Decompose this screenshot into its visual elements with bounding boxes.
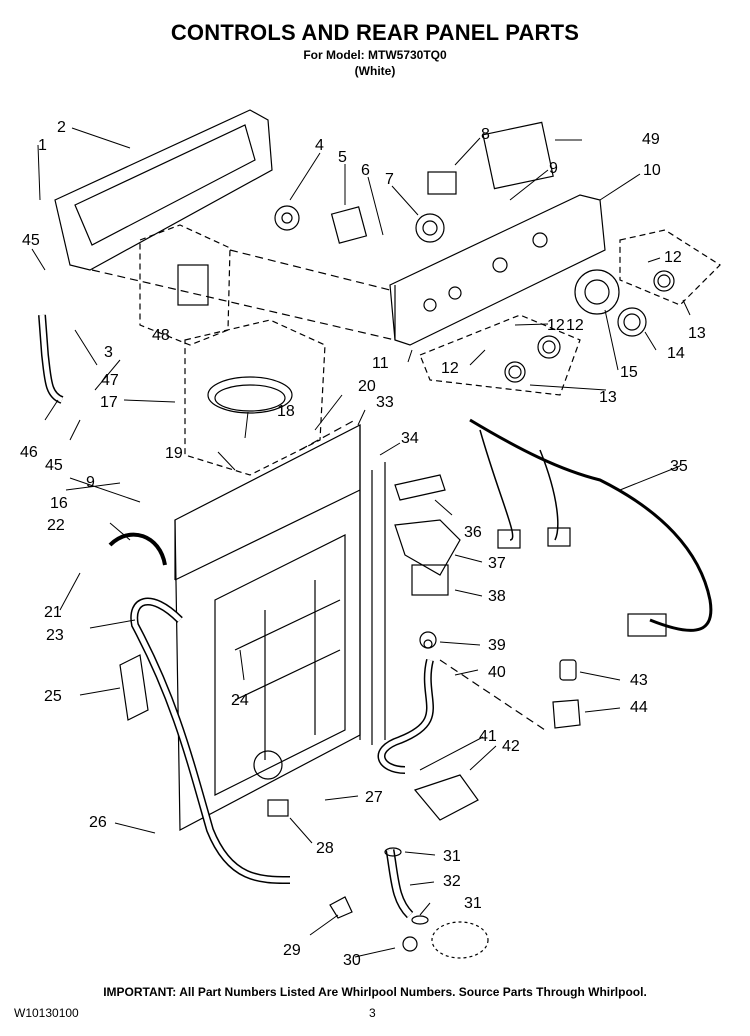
knob-box-lower — [419, 314, 581, 396]
callout-7: 7 — [385, 171, 394, 188]
callout-16: 16 — [50, 495, 68, 512]
callout-20: 20 — [358, 378, 376, 395]
callout-46: 46 — [20, 444, 38, 461]
callout-38: 38 — [488, 588, 506, 605]
callout-45a: 45 — [22, 232, 40, 249]
callout-13b: 13 — [599, 389, 617, 406]
callout-1: 1 — [38, 137, 47, 154]
page-title: CONTROLS AND REAR PANEL PARTS — [170, 20, 580, 45]
callout-2: 2 — [57, 119, 66, 136]
callout-12b: 12 — [547, 317, 565, 334]
callout-12c: 12 — [441, 360, 459, 377]
callout-3: 3 — [104, 344, 113, 361]
callout-35: 35 — [670, 458, 688, 475]
callout-9a: 9 — [549, 160, 558, 177]
callout-43: 43 — [630, 672, 648, 689]
callout-33: 33 — [376, 394, 394, 411]
callout-42: 42 — [502, 738, 520, 755]
callout-8: 8 — [481, 126, 490, 143]
cord-box — [184, 319, 326, 476]
callout-18: 18 — [277, 403, 295, 420]
wire-harness — [469, 418, 713, 632]
callout-19: 19 — [165, 445, 183, 462]
callout-36: 36 — [464, 524, 482, 541]
model-line: For Model: MTW5730TQ0 — [303, 48, 447, 62]
callout-14: 14 — [667, 345, 685, 362]
callout-47: 47 — [101, 372, 119, 389]
callout-32: 32 — [443, 873, 461, 890]
callout-24: 24 — [231, 692, 249, 709]
callout-5: 5 — [338, 149, 347, 166]
callout-45b: 45 — [45, 457, 63, 474]
callout-37: 37 — [488, 555, 506, 572]
callout-34: 34 — [401, 430, 419, 447]
callout-25: 25 — [44, 688, 62, 705]
callout-28: 28 — [316, 840, 334, 857]
callout-10: 10 — [643, 162, 661, 179]
color-line: (White) — [354, 64, 396, 78]
callout-4: 4 — [315, 137, 324, 154]
callout-22: 22 — [47, 517, 65, 534]
callout-40: 40 — [488, 664, 506, 681]
callout-39: 39 — [488, 637, 506, 654]
callout-11: 11 — [372, 355, 389, 372]
callout-6: 6 — [361, 162, 370, 179]
callout-49: 49 — [642, 131, 660, 148]
document-id: W10130100 — [14, 1006, 79, 1020]
callout-30: 30 — [343, 952, 361, 969]
callout-9b: 9 — [86, 474, 95, 491]
callout-31a: 31 — [443, 848, 461, 865]
callout-23: 23 — [46, 627, 64, 644]
callout-31b: 31 — [464, 895, 482, 912]
console-part — [54, 109, 273, 271]
callout-21: 21 — [44, 604, 62, 621]
page-number: 3 — [369, 1006, 376, 1020]
hidden-parts-box — [139, 224, 231, 346]
callout-29: 29 — [283, 942, 301, 959]
callout-12a: 12 — [664, 249, 682, 266]
callout-26: 26 — [89, 814, 107, 831]
callout-12d: 12 — [566, 317, 584, 334]
knob-box-upper — [619, 229, 721, 306]
callout-27: 27 — [365, 789, 383, 806]
callout-41: 41 — [479, 728, 497, 745]
callout-48: 48 — [152, 327, 170, 344]
callout-44: 44 — [630, 699, 648, 716]
callout-15: 15 — [620, 364, 638, 381]
callout-13a: 13 — [688, 325, 706, 342]
callout-17: 17 — [100, 394, 118, 411]
footer-note: IMPORTANT: All Part Numbers Listed Are W… — [103, 985, 647, 999]
